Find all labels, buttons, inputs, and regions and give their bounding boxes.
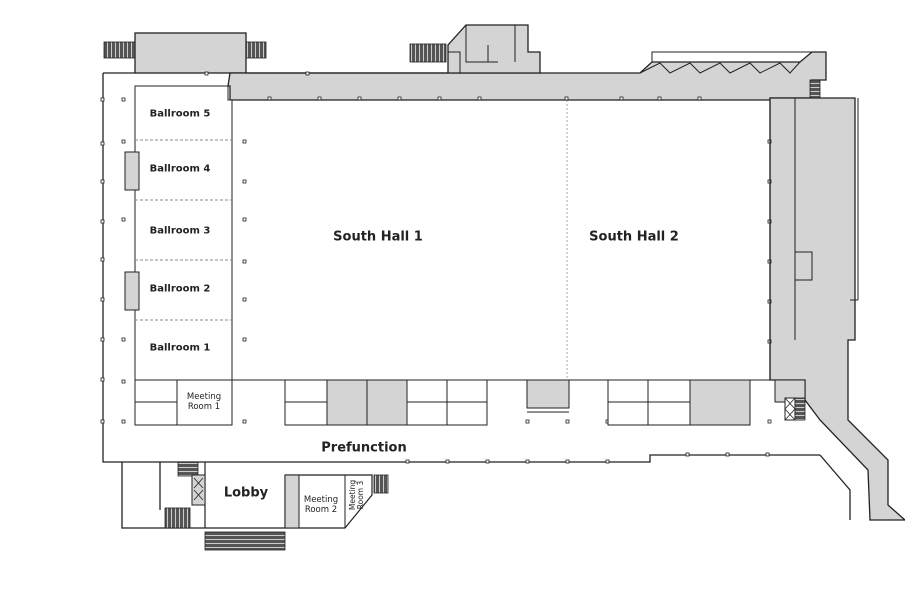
stairs-n2 bbox=[409, 43, 447, 63]
outer-walls bbox=[102, 72, 851, 529]
room-ballroom-1[interactable] bbox=[135, 320, 232, 380]
room-ballroom-4[interactable] bbox=[135, 140, 232, 200]
room-prefunction[interactable] bbox=[232, 425, 652, 462]
room-label-lobby: Lobby bbox=[223, 485, 269, 501]
ballroom-partitions bbox=[135, 139, 232, 321]
room-label-south-hall-2: South Hall 2 bbox=[589, 229, 679, 245]
stairs-lobby-west bbox=[164, 507, 191, 529]
room-label-meeting-room-1: Meeting Room 1 bbox=[187, 392, 221, 412]
room-label-ballroom-2: Ballroom 2 bbox=[149, 283, 211, 295]
stairs-ne bbox=[809, 79, 821, 99]
room-ballroom-3[interactable] bbox=[135, 200, 232, 260]
east-corridor bbox=[769, 97, 905, 521]
meeting-room-1-line2: Room 1 bbox=[187, 402, 221, 412]
room-label-prefunction: Prefunction bbox=[321, 440, 407, 456]
meeting-room-1-line1: Meeting bbox=[186, 392, 222, 402]
stairs-nw bbox=[103, 41, 136, 59]
room-label-meeting-room-2: Meeting Room 2 bbox=[304, 495, 338, 515]
room-ballroom-5[interactable] bbox=[135, 86, 232, 140]
room-label-ballroom-4: Ballroom 4 bbox=[149, 163, 211, 175]
south-service-rooms bbox=[134, 379, 328, 426]
meeting-room-2-line2: Room 2 bbox=[304, 505, 338, 515]
room-label-ballroom-1: Ballroom 1 bbox=[149, 342, 211, 354]
room-ballroom-2[interactable] bbox=[135, 260, 232, 320]
room-meeting-room-1[interactable] bbox=[177, 380, 232, 425]
room-meeting-room-3[interactable] bbox=[345, 475, 372, 528]
room-label-ballroom-5: Ballroom 5 bbox=[149, 108, 211, 120]
room-lobby[interactable] bbox=[205, 462, 285, 528]
room-south-hall-1[interactable] bbox=[232, 100, 567, 380]
stairs-lobby bbox=[204, 531, 286, 551]
meeting-room-2-line1: Meeting bbox=[303, 495, 339, 505]
room-meeting-room-2[interactable] bbox=[299, 475, 345, 528]
stairs-n bbox=[245, 41, 267, 59]
stairs-mr3 bbox=[373, 474, 389, 494]
room-label-south-hall-1: South Hall 1 bbox=[333, 229, 423, 245]
room-south-hall-2[interactable] bbox=[567, 100, 770, 380]
room-label-ballroom-3: Ballroom 3 bbox=[149, 225, 211, 237]
